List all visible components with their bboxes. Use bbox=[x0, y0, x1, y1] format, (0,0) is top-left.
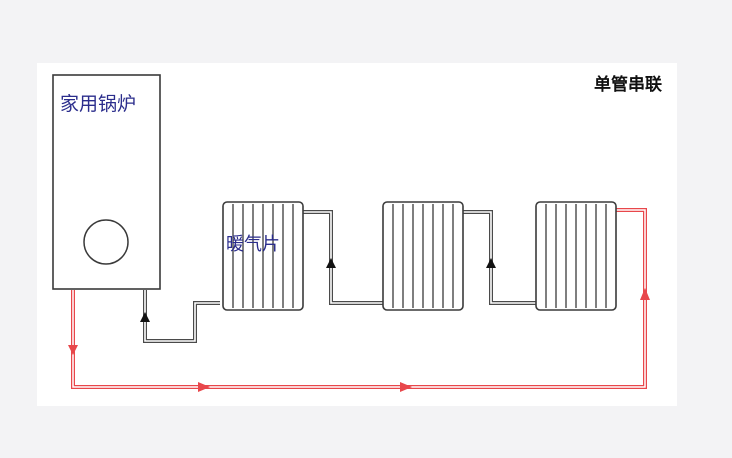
radiator-2 bbox=[382, 201, 464, 311]
pipe-radiator2-to-radiator3 bbox=[462, 210, 537, 305]
flow-arrow-right-icon bbox=[198, 382, 210, 392]
boiler-label: 家用锅炉 bbox=[60, 93, 136, 115]
flow-arrow-right-icon bbox=[400, 382, 412, 392]
flow-arrow-up-icon bbox=[486, 258, 496, 268]
radiator-label: 暖气片 bbox=[226, 234, 280, 255]
flow-arrow-up-icon bbox=[640, 288, 650, 300]
radiator-1 bbox=[222, 201, 304, 311]
flow-arrow-up-icon bbox=[140, 312, 150, 322]
pipe-radiator1-to-radiator2 bbox=[302, 210, 384, 305]
radiator-3 bbox=[535, 201, 617, 311]
boiler-burner-circle bbox=[83, 219, 129, 265]
flow-arrow-up-icon bbox=[326, 258, 336, 268]
return-pipe-to-boiler bbox=[143, 290, 220, 343]
flow-arrow-down-icon bbox=[68, 345, 78, 355]
household-boiler: 家用锅炉 bbox=[52, 74, 161, 290]
diagram-title: 单管串联 bbox=[594, 74, 662, 95]
